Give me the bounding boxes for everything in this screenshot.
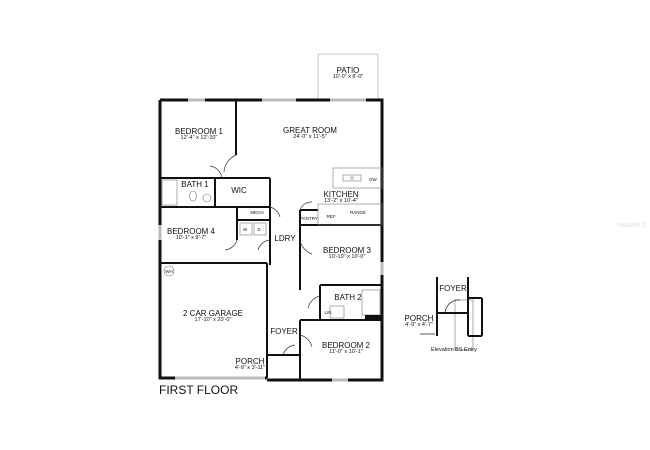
plan-title: FIRST FLOOR <box>159 383 239 397</box>
alt-foyer: FOYER <box>439 284 467 293</box>
label-water-heater: WH <box>165 269 173 274</box>
room-bath-1: BATH 1 <box>181 180 209 189</box>
label-ref: REF <box>326 214 336 219</box>
watermark: StellarMLS <box>617 223 647 229</box>
label-range: RANGE <box>349 210 367 215</box>
label-dryer: D <box>257 227 261 232</box>
label-linen: LIN <box>324 310 332 315</box>
label-dw: DW <box>369 177 377 182</box>
room-foyer: FOYER <box>270 327 298 336</box>
room-wic: WIC <box>231 186 247 195</box>
room-laundry: LDRY <box>274 234 296 243</box>
label-pantry: PANTRY <box>300 216 318 221</box>
room-bath-2: BATH 2 <box>334 293 362 302</box>
alt-elevation-caption: Elevation BS Entry <box>431 347 477 353</box>
label-mech: MECH <box>250 210 264 215</box>
label-washer: W <box>242 227 248 232</box>
